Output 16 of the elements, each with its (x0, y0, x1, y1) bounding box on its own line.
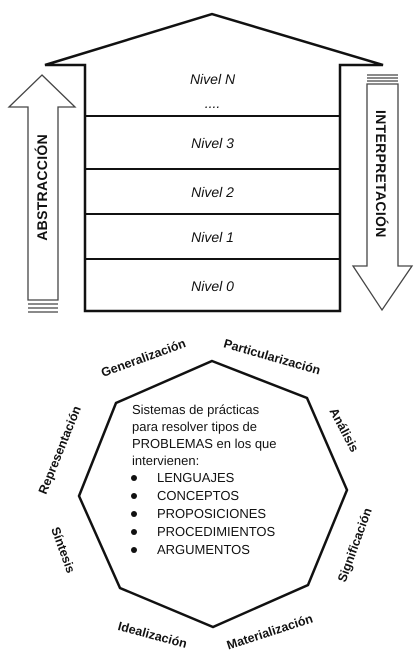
block-arrow (352, 74, 413, 312)
list-item: LENGUAJES (131, 469, 234, 486)
arrow-label: INTERPRETACIÓN (373, 110, 389, 238)
level-label: Nivel 3 (191, 134, 234, 152)
level-label: Nivel 1 (191, 228, 234, 246)
level-label: Nivel 0 (191, 276, 234, 294)
ellipsis-mark: .... (204, 94, 220, 112)
list-item: PROCEDIMIENTOS (131, 523, 276, 540)
block-arrow (8, 74, 76, 312)
list-item: PROPOSICIONES (131, 505, 266, 522)
level-label: Nivel 2 (191, 182, 234, 200)
list-item: ARGUMENTOS (131, 541, 250, 558)
arrow-label: ABSTRACCIÓN (34, 134, 50, 241)
paragraph: Sistemas de prácticas para resolver tipos de PROBLEMAS en los que intervienen: (132, 401, 278, 469)
level-label: Nivel N (190, 70, 236, 88)
list-item: CONCEPTOS (131, 487, 240, 504)
